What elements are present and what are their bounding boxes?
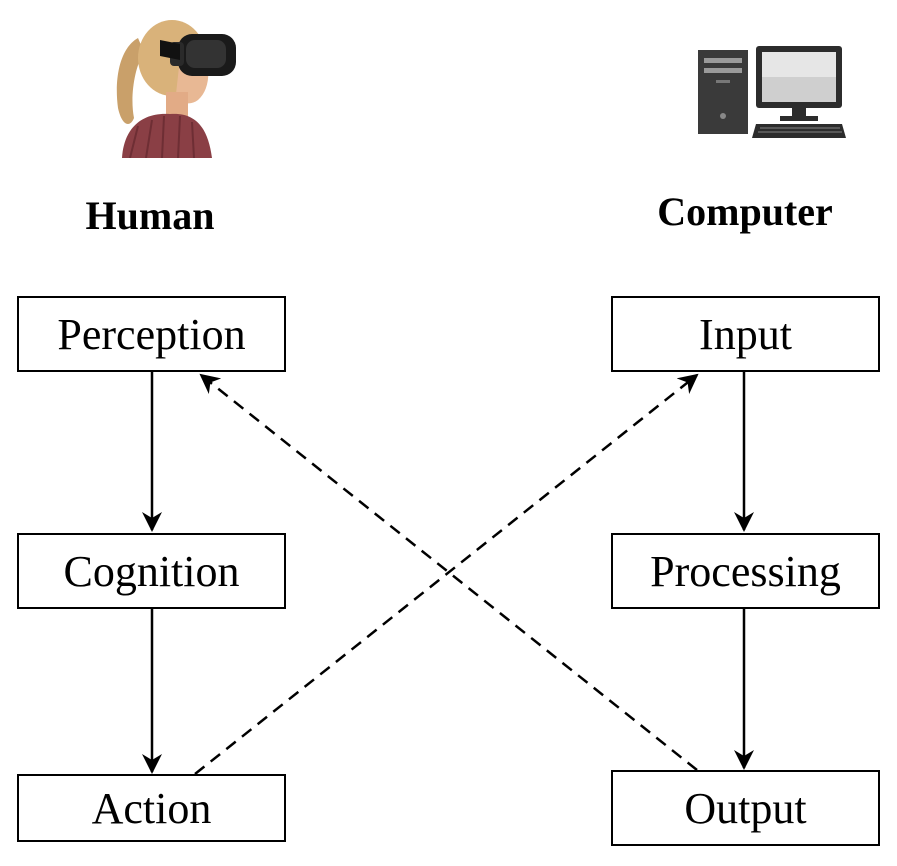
action-box: Action xyxy=(17,774,286,842)
human-title: Human xyxy=(85,193,215,238)
cognition-box: Cognition xyxy=(17,533,286,609)
processing-box: Processing xyxy=(611,533,880,609)
perception-box: Perception xyxy=(17,296,286,372)
output-box: Output xyxy=(611,770,880,846)
arrow-output-to-perception xyxy=(199,373,698,771)
computer-title: Computer xyxy=(657,189,833,234)
desktop-computer-icon xyxy=(698,46,846,138)
input-box: Input xyxy=(611,296,880,372)
arrow-action-to-input xyxy=(194,373,699,775)
person-with-vr-headset-icon xyxy=(116,20,236,158)
